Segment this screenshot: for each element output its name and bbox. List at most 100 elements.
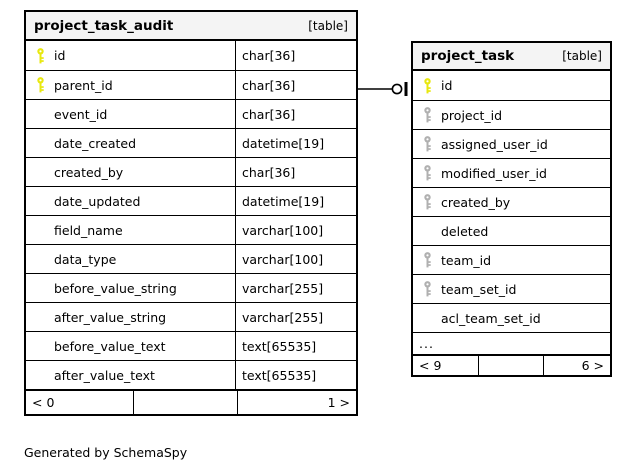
table-title: project_task (421, 48, 515, 64)
table-kind-label: [table] (562, 49, 602, 63)
key-placeholder (32, 100, 48, 128)
column-name-cell: assigned_user_id (413, 130, 610, 158)
column-name-cell: date_created (26, 129, 235, 157)
column-name: team_id (441, 252, 492, 268)
table-row[interactable]: team_set_id (413, 274, 610, 303)
column-type-cell: varchar[100] (235, 245, 356, 273)
table-row[interactable]: id (413, 71, 610, 100)
column-name: parent_id (54, 77, 113, 93)
column-type: varchar[255] (242, 309, 324, 325)
column-name: modified_user_id (441, 165, 547, 181)
column-type-cell: varchar[255] (235, 303, 356, 331)
table-row[interactable]: event_id char[36] (26, 99, 356, 128)
key-placeholder (32, 158, 48, 186)
primary-key-icon (32, 41, 48, 70)
column-type-cell: datetime[19] (235, 187, 356, 215)
column-type-cell: varchar[100] (235, 216, 356, 244)
column-name-cell: data_type (26, 245, 235, 273)
column-type: char[36] (242, 77, 296, 93)
table-row[interactable]: date_updated datetime[19] (26, 186, 356, 215)
column-name-cell: field_name (26, 216, 235, 244)
column-name: field_name (54, 222, 123, 238)
key-placeholder (32, 274, 48, 302)
column-name: before_value_string (54, 280, 177, 296)
table-row[interactable]: acl_team_set_id (413, 303, 610, 332)
column-name-cell: created_by (26, 158, 235, 186)
foreign-key-icon (419, 188, 435, 216)
column-name: data_type (54, 251, 117, 267)
table-row[interactable]: data_type varchar[100] (26, 244, 356, 273)
column-type-cell: text[65535] (235, 332, 356, 360)
column-name-cell: event_id (26, 100, 235, 128)
column-name-cell: before_value_string (26, 274, 235, 302)
footer-parents-count[interactable]: < 0 (32, 395, 55, 410)
column-name: assigned_user_id (441, 136, 548, 152)
table-more-columns-indicator: ... (413, 332, 610, 354)
table-row[interactable]: created_by (413, 187, 610, 216)
footer-children-count[interactable]: 1 > (237, 391, 356, 414)
column-name: project_id (441, 107, 503, 123)
table-row[interactable]: after_value_string varchar[255] (26, 302, 356, 331)
table-row[interactable]: project_id (413, 100, 610, 129)
column-type-cell: char[36] (235, 71, 356, 99)
table-row[interactable]: modified_user_id (413, 158, 610, 187)
column-type: datetime[19] (242, 193, 325, 209)
column-name-cell: team_set_id (413, 275, 610, 303)
column-type-cell: char[36] (235, 41, 356, 70)
table-row[interactable]: before_value_text text[65535] (26, 331, 356, 360)
column-name-cell: modified_user_id (413, 159, 610, 187)
column-type-cell: datetime[19] (235, 129, 356, 157)
table-body-project-task: id project_id assigned_user_id modified_use… (413, 71, 610, 332)
foreign-key-icon (419, 246, 435, 274)
primary-key-icon (419, 71, 435, 100)
primary-key-icon (32, 71, 48, 99)
column-name: before_value_text (54, 338, 166, 354)
footer-middle (478, 356, 543, 375)
column-name-cell: date_updated (26, 187, 235, 215)
footer-children-count[interactable]: 6 > (543, 356, 610, 375)
key-placeholder (32, 303, 48, 331)
column-name: acl_team_set_id (441, 310, 541, 326)
foreign-key-icon (419, 275, 435, 303)
table-row[interactable]: deleted (413, 216, 610, 245)
table-row[interactable]: team_id (413, 245, 610, 274)
key-placeholder (419, 217, 435, 245)
key-placeholder (32, 187, 48, 215)
column-type: varchar[100] (242, 251, 324, 267)
table-header-project-task-audit: project_task_audit [table] (26, 12, 356, 41)
column-type-cell: char[36] (235, 100, 356, 128)
diagram-caption: Generated by SchemaSpy (24, 445, 188, 460)
column-type: text[65535] (242, 338, 317, 354)
column-name-cell: after_value_string (26, 303, 235, 331)
table-row[interactable]: assigned_user_id (413, 129, 610, 158)
table-row[interactable]: parent_id char[36] (26, 70, 356, 99)
table-title: project_task_audit (34, 17, 174, 34)
column-type: char[36] (242, 164, 296, 180)
column-name-cell: parent_id (26, 71, 235, 99)
footer-parents-count[interactable]: < 9 (419, 358, 442, 373)
table-header-project-task: project_task [table] (413, 43, 610, 71)
column-type: varchar[100] (242, 222, 324, 238)
foreign-key-icon (419, 130, 435, 158)
table-row[interactable]: created_by char[36] (26, 157, 356, 186)
column-name-cell: acl_team_set_id (413, 304, 610, 332)
table-row[interactable]: field_name varchar[100] (26, 215, 356, 244)
column-name-cell: id (413, 71, 610, 100)
column-name: date_updated (54, 193, 141, 209)
column-name: after_value_string (54, 309, 167, 325)
key-placeholder (32, 129, 48, 157)
footer-middle (133, 391, 237, 414)
column-name: created_by (441, 194, 511, 210)
column-name-cell: created_by (413, 188, 610, 216)
key-placeholder (32, 361, 48, 389)
column-name: event_id (54, 106, 108, 122)
column-name: team_set_id (441, 281, 517, 297)
table-footer-project-task: < 9 6 > (413, 354, 610, 375)
column-type: char[36] (242, 106, 296, 122)
